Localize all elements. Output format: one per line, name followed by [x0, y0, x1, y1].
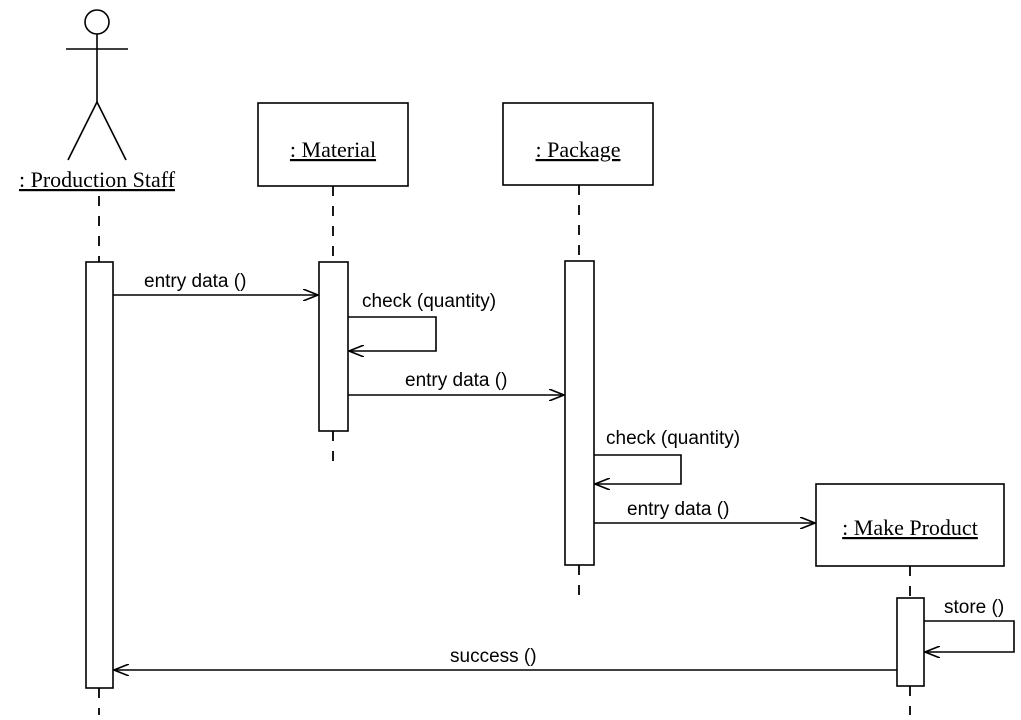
- actor-head: [84, 9, 110, 35]
- activation-material: [318, 261, 349, 432]
- message-label: entry data (): [627, 499, 729, 520]
- message-check-quantity-1: check (quantity): [348, 291, 496, 351]
- activation-production-staff: [85, 261, 114, 689]
- self-message-arrow: [924, 620, 1015, 652]
- message-label: success (): [450, 646, 537, 667]
- object-make-product-box: [815, 483, 1005, 567]
- actor-right-leg: [96, 101, 127, 161]
- object-make-product: : Make Product: [815, 483, 1005, 567]
- message-entry-data-3: entry data (): [594, 499, 815, 523]
- message-label: check (quantity): [606, 428, 740, 449]
- object-package-box: [502, 102, 654, 186]
- message-label: store (): [944, 597, 1004, 618]
- message-store: store (): [924, 597, 1015, 652]
- message-label: check (quantity): [362, 291, 496, 312]
- message-check-quantity-2: check (quantity): [594, 428, 740, 484]
- message-entry-data-1: entry data (): [113, 271, 318, 295]
- actor-left-leg: [67, 101, 98, 161]
- message-label: entry data (): [405, 370, 507, 391]
- message-success: success (): [114, 646, 897, 670]
- actor-production-staff: : Production Staff: [19, 9, 176, 192]
- object-make-product-label: : Make Product: [842, 515, 978, 540]
- object-package: : Package: [502, 102, 654, 186]
- object-material-label: : Material: [290, 137, 376, 162]
- object-material: : Material: [257, 102, 409, 187]
- self-message-arrow: [594, 454, 682, 484]
- self-message-arrow: [348, 316, 437, 351]
- activation-package: [564, 260, 595, 566]
- message-label: entry data (): [144, 271, 246, 292]
- actor-label: : Production Staff: [19, 167, 176, 192]
- object-package-label: : Package: [536, 137, 621, 162]
- object-material-box: [257, 102, 409, 187]
- message-entry-data-2: entry data (): [348, 370, 564, 395]
- activation-make-product: [896, 597, 925, 687]
